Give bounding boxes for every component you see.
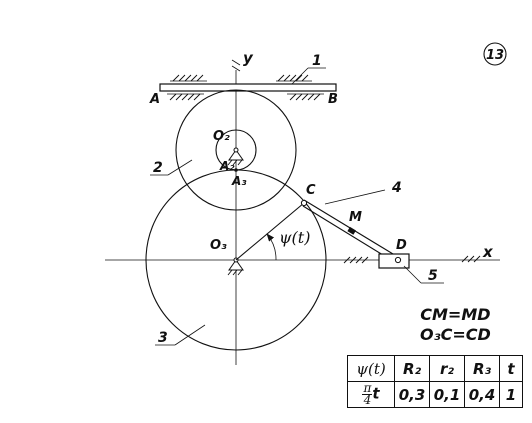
condition-2: O₃C=CD [420, 325, 491, 344]
part-5-leader [403, 265, 422, 284]
part-3-label: 3 [158, 330, 168, 346]
angle-psi-label: ψ(t) [279, 228, 310, 247]
O3-support [228, 259, 244, 271]
problem-number: 13 [486, 48, 504, 63]
rack-hatch-top [172, 74, 309, 82]
crank-O3C [235, 202, 305, 261]
conditions: CM=MD O₃C=CD [420, 305, 491, 345]
center-O3-label: O₃ [210, 238, 227, 253]
y-axis-label: y [243, 49, 254, 67]
table-header-row: ψ(t) R₂ r₂ R₃ t [347, 355, 523, 382]
header-R2: R₂ [394, 355, 430, 382]
point-M-marker [347, 226, 356, 235]
part-4-leader [324, 189, 386, 205]
problem-number-circle [483, 42, 507, 66]
header-t: t [499, 355, 523, 382]
part-1-label: 1 [312, 53, 322, 69]
center-O2-label: O₂ [213, 129, 230, 144]
x-axis-label: x [482, 243, 494, 261]
joint-D [394, 256, 402, 264]
value-psi: π 4 t [347, 381, 395, 408]
O2-pin [233, 147, 239, 153]
ground-hatch-mid [343, 256, 369, 264]
psi-fraction: π 4 [362, 381, 373, 407]
part-3-leader [174, 324, 206, 346]
rack-hatch-bottom [169, 93, 321, 101]
slider-5 [378, 253, 410, 269]
point-A-label: A [149, 92, 160, 107]
x-axis-hatch [461, 255, 481, 263]
value-r2: 0,1 [429, 381, 465, 408]
gear-2-outer [175, 89, 297, 211]
condition-1: CM=MD [420, 305, 491, 324]
value-R2: 0,3 [394, 381, 430, 408]
point-A2-label: A₂ [219, 159, 235, 173]
table-value-row: π 4 t 0,3 0,1 0,4 1 [347, 381, 523, 408]
point-M-label: M [349, 210, 362, 225]
part-2-label: 2 [153, 160, 163, 176]
part-2-leader [167, 159, 193, 176]
y-axis-break [231, 59, 241, 72]
header-R3: R₃ [464, 355, 500, 382]
point-A3-label: A₃ [231, 174, 247, 188]
O2-support-hatch [227, 159, 243, 166]
psi-numerator: π [362, 381, 373, 395]
part-5-label: 5 [428, 268, 438, 284]
value-t: 1 [499, 381, 523, 408]
O3-support-hatch [227, 269, 243, 276]
header-r2: r₂ [429, 355, 465, 382]
rack-1 [159, 83, 337, 92]
point-B-label: B [328, 92, 338, 107]
psi-variable: t [372, 384, 380, 403]
joint-C [300, 199, 308, 207]
point-D-label: D [396, 238, 407, 253]
value-R3: 0,4 [464, 381, 500, 408]
header-psi: ψ(t) [347, 355, 395, 382]
O2-support [228, 149, 244, 161]
psi-denominator: 4 [363, 393, 372, 407]
part-4-label: 4 [391, 180, 402, 196]
angle-psi-arc [266, 233, 277, 261]
point-A3 [234, 168, 238, 172]
point-C-label: C [306, 183, 316, 198]
parameters-table: ψ(t) R₂ r₂ R₃ t π 4 t 0,3 0,1 0,4 1 [347, 355, 523, 408]
part-1-leader [291, 67, 309, 85]
